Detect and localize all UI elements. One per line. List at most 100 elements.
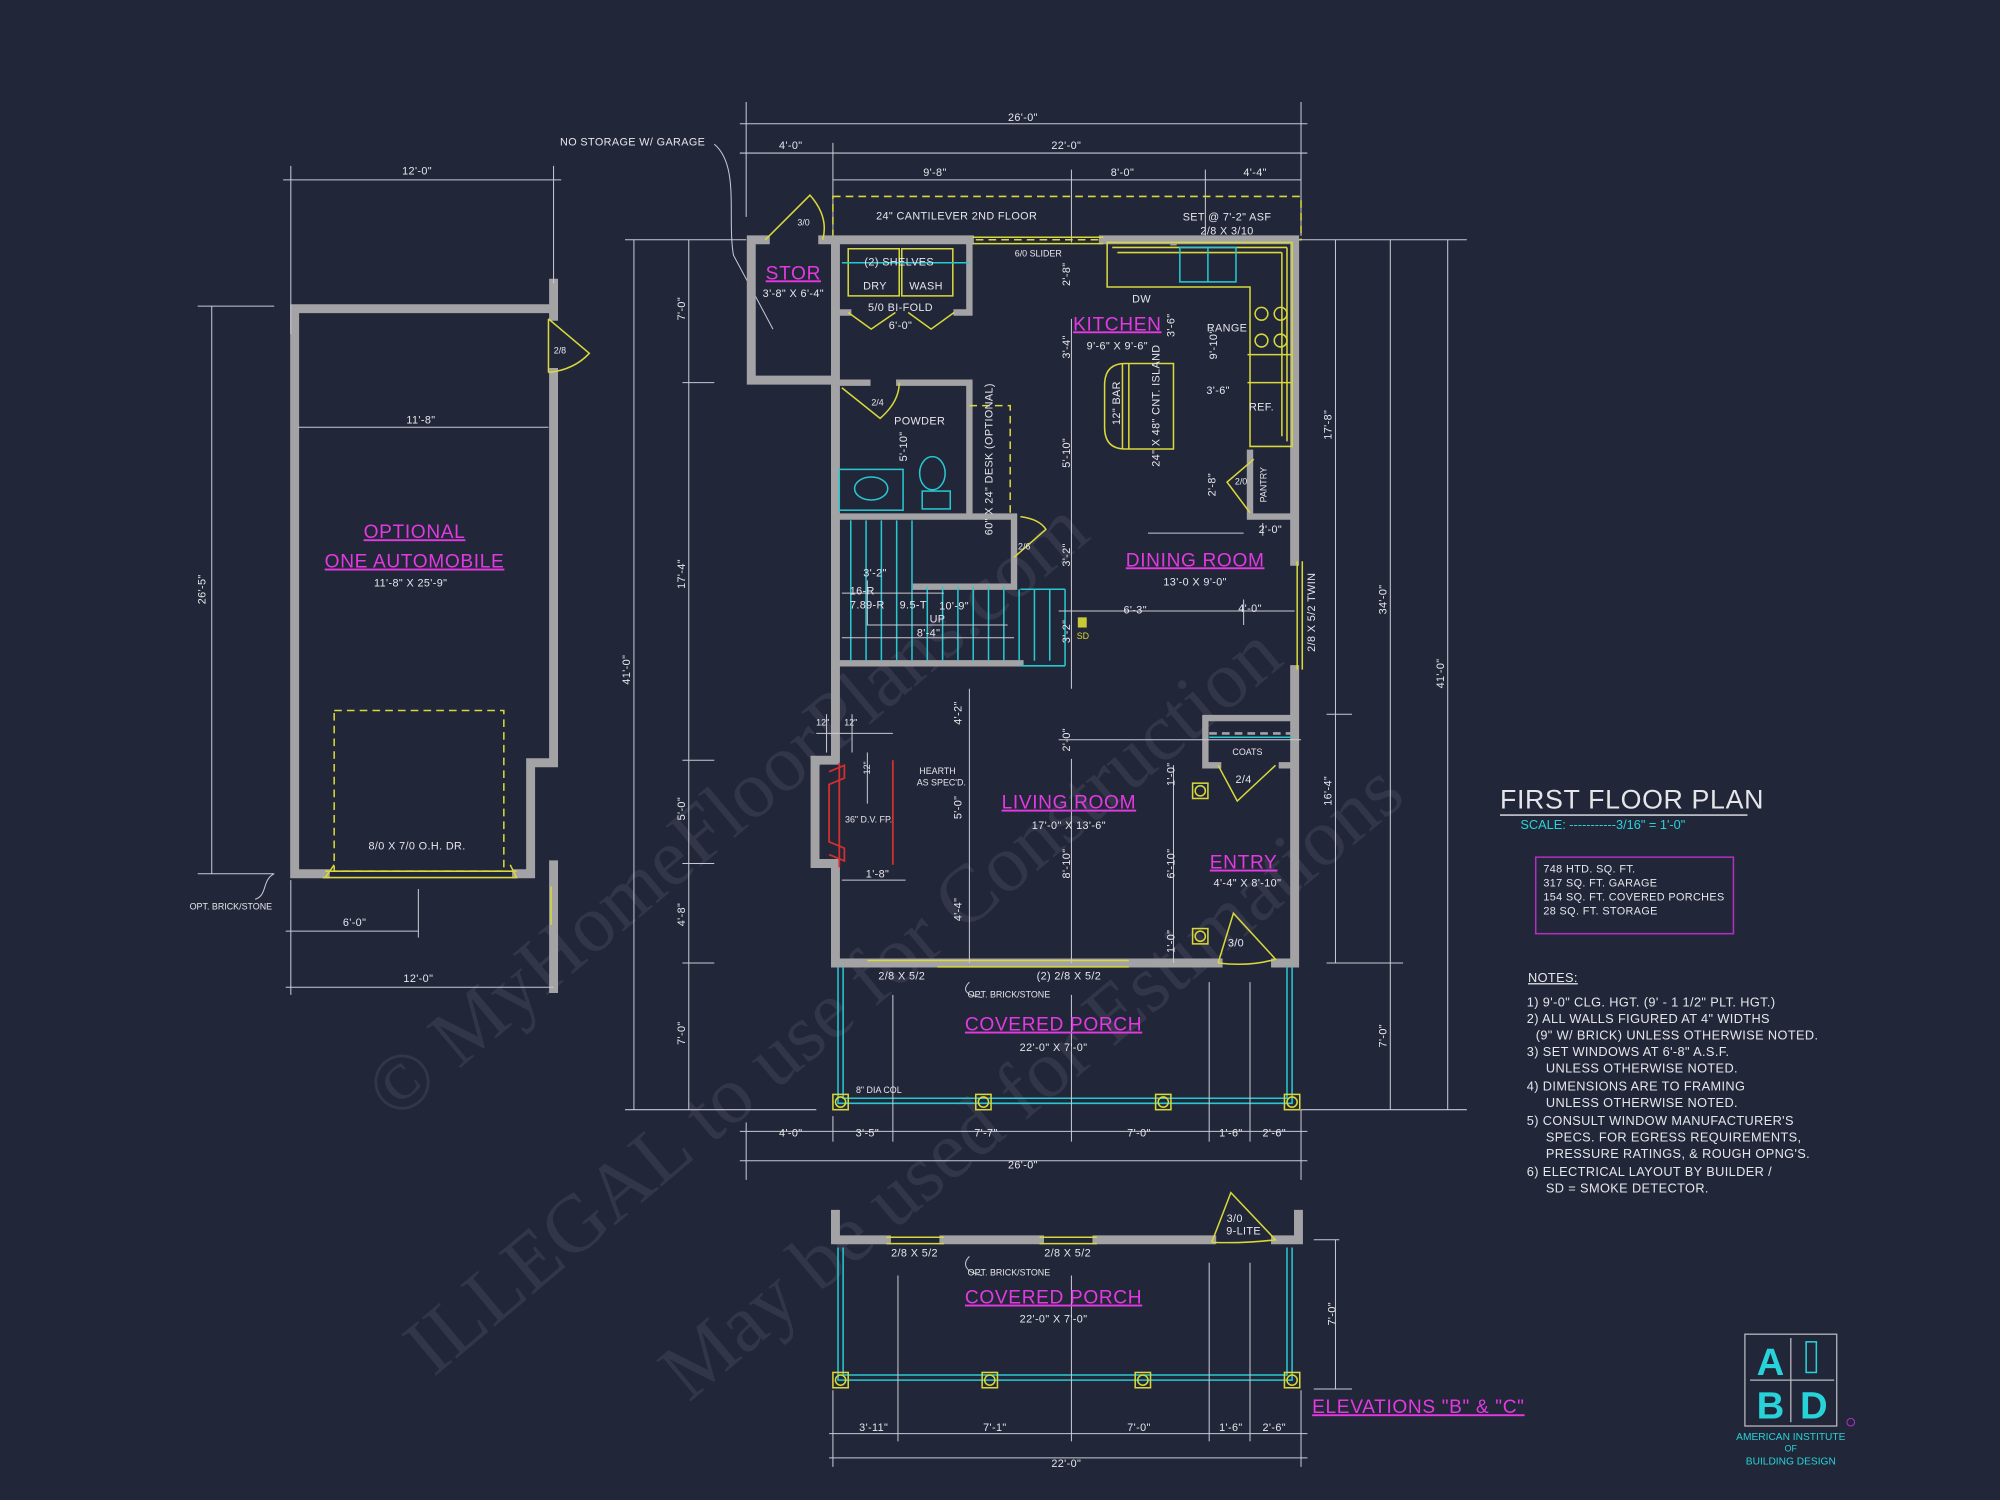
fp-dim-12b: 12" (844, 718, 857, 728)
porch-dim-5: 1'-6" (1219, 1127, 1242, 1139)
porch-brick-note: OPT. BRICK/STONE (968, 989, 1051, 999)
dim-living-20: 2'-0" (1061, 728, 1073, 751)
stair-dim: 8'-4" (917, 627, 940, 639)
washer-label: WASH (909, 281, 943, 293)
logo-letter-b: B (1757, 1384, 1785, 1427)
laundry-dim: 6'-0" (889, 320, 912, 332)
dim-pantry-28: 2'-8" (1207, 473, 1219, 496)
elev-dim-5: 2'-6" (1262, 1422, 1285, 1434)
notes-heading: NOTES: (1528, 970, 1578, 985)
right-dim-porch: 7'-0" (1377, 1024, 1389, 1047)
range-label: RANGE (1207, 323, 1247, 335)
column-label: 8" DIA COL (856, 1085, 902, 1095)
area-storage: 28 SQ. FT. STORAGE (1543, 906, 1657, 918)
note-line: UNLESS OTHERWISE NOTED. (1546, 1095, 1738, 1110)
hearth-label-2: AS SPEC'D. (917, 778, 966, 788)
dim-kitchen-34: 3'-4" (1061, 335, 1073, 358)
elev-dim-overall: 22'-0" (1051, 1458, 1081, 1470)
covered-porch: 2/8 X 5/2 (2) 2/8 X 5/2 OPT. BRICK/STONE… (739, 966, 1308, 1180)
fp-dim-12a: 12" (816, 718, 829, 728)
main-house: 26'-0" 4'-0" 22'-0" 9'-8" 8'-0" 4'-4" NO… (560, 102, 1467, 1111)
dim-dining-40: 4'-0" (1238, 603, 1261, 615)
room-dining-name: DINING ROOM (1126, 550, 1265, 571)
area-htd: 748 HTD. SQ. FT. (1543, 863, 1635, 875)
note-line: SPECS. FOR EGRESS REQUIREMENTS, (1546, 1130, 1802, 1145)
note-line: 3) SET WINDOWS AT 6'-8" A.S.F. (1527, 1044, 1730, 1059)
stair-riser-height: 7.89-R (850, 599, 885, 611)
room-porch-name: COVERED PORCH (965, 1015, 1142, 1036)
bar-label: 12" BAR (1111, 381, 1123, 425)
elev-window-2: 2/8 X 5/2 (1044, 1247, 1091, 1259)
left-dim-3: 5'-0" (676, 797, 688, 820)
coat-door-label: 2/4 (1236, 774, 1252, 786)
bifold-label: 5/0 BI-FOLD (868, 302, 933, 314)
garage-size: 11'-8" X 25'-9" (374, 578, 447, 590)
cantilever-note: 24" CANTILEVER 2ND FLOOR (876, 210, 1037, 222)
dim-kitchen-28: 2'-8" (1061, 262, 1073, 285)
left-dim-2: 17'-4" (676, 559, 688, 589)
note-line: 2) ALL WALLS FIGURED AT 4" WIDTHS (1527, 1011, 1770, 1026)
elev-dim-2: 7'-1" (983, 1422, 1006, 1434)
shelves-label: (2) SHELVES (864, 256, 934, 268)
room-entry-size: 4'-4" X 8'-10" (1214, 877, 1282, 889)
fireplace-label: 36" D.V. FP. (845, 815, 892, 825)
garage-side-dim: 26'-5" (196, 574, 208, 604)
dim-top-storage: 4'-0" (779, 140, 802, 152)
elev-dim-3: 7'-0" (1127, 1422, 1150, 1434)
powder-label: POWDER (894, 416, 945, 428)
left-dim-overall: 41'-0" (621, 655, 633, 685)
porch-dim-3: 7'-7" (974, 1127, 997, 1139)
dim-living-44: 4'-4" (953, 898, 965, 921)
room-porch-size: 22'-0" X 7'-0" (1020, 1042, 1088, 1054)
elevations-label: ELEVATIONS "B" & "C" (1312, 1397, 1524, 1418)
island-label: 24" X 48" CNT. ISLAND (1150, 344, 1162, 466)
room-porch-elev-name: COVERED PORCH (965, 1288, 1142, 1309)
logo-line3: BUILDING DESIGN (1746, 1456, 1836, 1467)
dim-entry-10a: 1'-0" (1166, 762, 1178, 785)
elev-dim-depth: 7'-0" (1326, 1302, 1338, 1325)
dim-dining-32b: 3'-2" (1061, 620, 1073, 643)
elev-door-label-2: 9-LITE (1226, 1226, 1261, 1238)
room-stor-name: STOR (766, 263, 821, 284)
logo-line2: OF (1785, 1444, 1798, 1454)
elev-dim-4: 1'-6" (1219, 1422, 1242, 1434)
note-line: 5) CONSULT WINDOW MANUFACTURER'S (1527, 1113, 1794, 1128)
note-line: PRESSURE RATINGS, & ROUGH OPNG'S. (1546, 1146, 1810, 1161)
garage-inner-dim: 11'-8" (406, 414, 435, 426)
left-dim-5: 7'-0" (676, 1021, 688, 1044)
porch-dim-2: 3'-5" (856, 1127, 879, 1139)
powder-door-label: 2/4 (871, 398, 883, 408)
plan-title: FIRST FLOOR PLAN (1500, 785, 1764, 815)
dim-living-810: 8'-10" (1061, 849, 1073, 879)
room-living-name: LIVING ROOM (1002, 793, 1137, 814)
stair-width: 3'-2" (863, 568, 886, 580)
elev-dim-1: 3'-11" (859, 1422, 888, 1434)
dim-top-c: 4'-4" (1243, 167, 1266, 179)
area-garage: 317 SQ. FT. GARAGE (1543, 877, 1657, 889)
garage-sub-dim: 6'-0" (343, 917, 366, 929)
right-dim-3: 34'-0" (1377, 585, 1389, 615)
porch-dim-overall: 26'-0" (1008, 1159, 1038, 1171)
pantry-door-label: 2/0 (1235, 477, 1247, 487)
dim-living-42: 4'-2" (953, 701, 965, 724)
area-porches: 154 SQ. FT. COVERED PORCHES (1543, 892, 1724, 904)
garage-title-line1: OPTIONAL (364, 522, 466, 543)
porch-window-1: 2/8 X 5/2 (878, 971, 925, 983)
porch-window-2: (2) 2/8 X 5/2 (1037, 971, 1102, 983)
garage-top-dim: 12'-0" (402, 166, 432, 178)
slider-label: 6/0 SLIDER (1015, 248, 1063, 258)
dim-dining-63: 6'-3" (1123, 605, 1146, 617)
twin-window-label: 2/8 X 5/2 TWIN (1306, 573, 1318, 652)
dim-center-510: 5'-10" (1061, 438, 1073, 468)
room-kitchen-size: 9'-6" X 9'-6" (1087, 340, 1148, 352)
porch-dim-1: 4'-0" (779, 1127, 802, 1139)
dim-kitchen-36b: 3'-6" (1206, 385, 1229, 397)
window-size-note: 2/8 X 3/10 (1200, 226, 1253, 238)
note-line: 6) ELECTRICAL LAYOUT BY BUILDER / (1527, 1164, 1772, 1179)
garage-bottom-dim: 12'-0" (403, 973, 433, 985)
elev-window-1: 2/8 X 5/2 (891, 1247, 938, 1259)
dim-entry-10b: 1'-0" (1166, 930, 1178, 953)
dim-living-50: 5'-0" (953, 796, 965, 819)
logo-letter-d: D (1800, 1384, 1828, 1427)
note-line: SD = SMOKE DETECTOR. (1546, 1181, 1709, 1196)
